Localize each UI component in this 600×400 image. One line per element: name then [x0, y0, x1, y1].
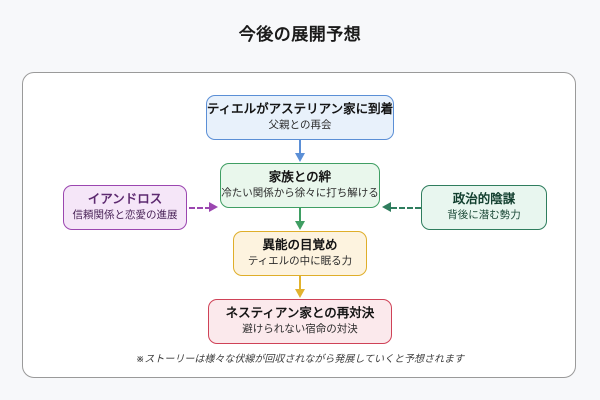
node-bond-title: 家族との絆	[268, 169, 332, 184]
connector-iandros-to-bond	[189, 207, 211, 209]
node-plot-title: 政治的陰謀	[452, 191, 516, 206]
node-plot-subtitle: 背後に潜む勢力	[447, 209, 521, 222]
node-iandros-title: イアンドロス	[87, 191, 163, 206]
connector-bond-to-power	[299, 208, 301, 224]
node-bond-subtitle: 冷たい関係から徐々に打ち解ける	[221, 187, 379, 200]
footer-note: ※ストーリーは様々な伏線が回収されながら発展していくと予想されます	[135, 354, 465, 365]
node-rematch-title: ネスティアン家との再対決	[225, 305, 375, 320]
connector-power-to-rematch	[299, 276, 301, 292]
arrow-down-icon-arrival-to-bond	[295, 153, 305, 162]
arrow-down-icon-bond-to-power	[295, 221, 305, 230]
node-plot[interactable]: 政治的陰謀 背後に潜む勢力	[421, 185, 547, 230]
connector-arrival-to-bond	[299, 140, 301, 156]
node-iandros-subtitle: 信頼関係と恋愛の進展	[72, 209, 178, 222]
connector-plot-to-bond	[391, 207, 421, 209]
node-power-title: 異能の目覚め	[262, 237, 338, 252]
arrow-down-icon-power-to-rematch	[295, 289, 305, 298]
page-title: 今後の展開予想	[238, 25, 362, 44]
node-arrival-title: ティエルがアステリアン家に到着	[206, 101, 394, 116]
arrow-right-icon-iandros-to-bond	[209, 202, 218, 212]
node-arrival-subtitle: 父親との再会	[268, 119, 332, 132]
node-rematch[interactable]: ネスティアン家との再対決 避けられない宿命の対決	[208, 299, 392, 344]
node-rematch-subtitle: 避けられない宿命の対決	[242, 323, 358, 336]
node-power[interactable]: 異能の目覚め ティエルの中に眠る力	[233, 231, 367, 276]
node-power-subtitle: ティエルの中に眠る力	[247, 255, 353, 268]
node-bond[interactable]: 家族との絆 冷たい関係から徐々に打ち解ける	[220, 163, 380, 208]
arrow-left-icon-plot-to-bond	[382, 202, 391, 212]
node-arrival[interactable]: ティエルがアステリアン家に到着 父親との再会	[206, 95, 394, 140]
node-iandros[interactable]: イアンドロス 信頼関係と恋愛の進展	[63, 185, 187, 230]
diagram-card: ティエルがアステリアン家に到着 父親との再会 家族との絆 冷たい関係から徐々に打…	[22, 72, 576, 378]
